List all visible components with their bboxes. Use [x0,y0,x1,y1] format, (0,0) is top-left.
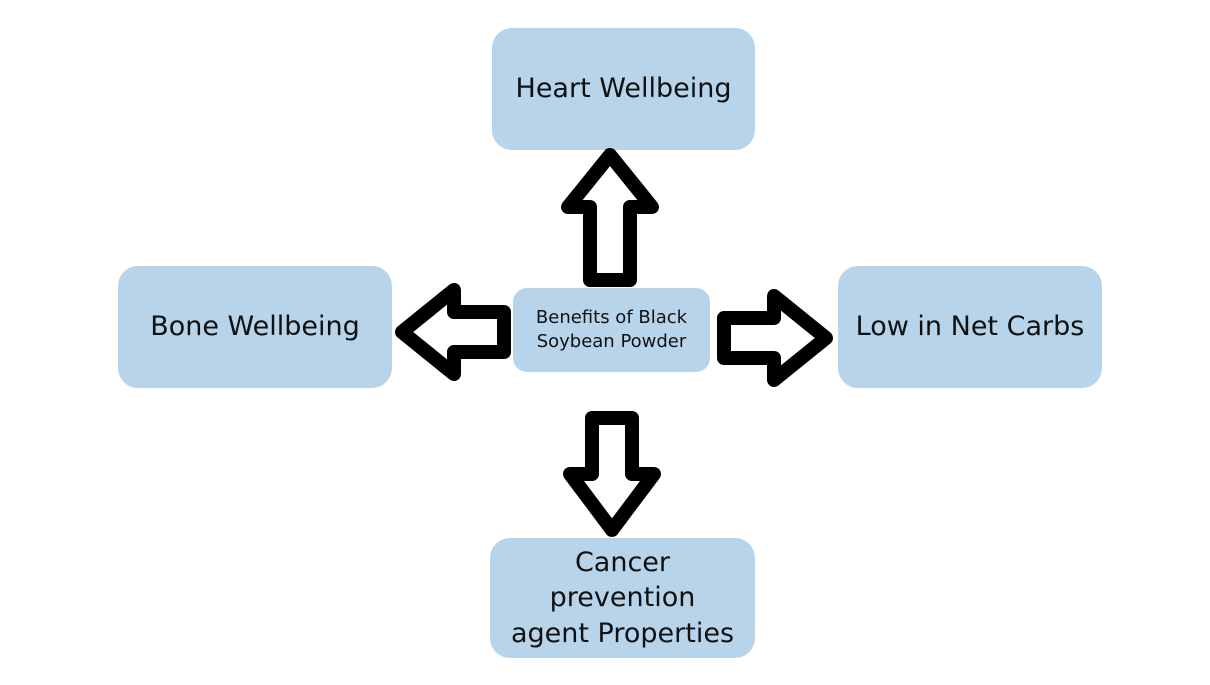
node-bone-wellbeing[interactable]: Bone Wellbeing [118,266,392,388]
node-low-in-net-carbs[interactable]: Low in Net Carbs [838,266,1102,388]
node-heart-wellbeing[interactable]: Heart Wellbeing [492,28,755,150]
arrow-up-icon [561,148,659,287]
arrow-left-icon [395,283,511,381]
arrow-right-icon [717,289,833,387]
arrow-down-icon [563,411,661,537]
node-benefits-of-black-soybean-powder[interactable]: Benefits of Black Soybean Powder [513,288,710,372]
node-cancer-prevention-agent-properties[interactable]: Cancer prevention agent Properties [490,538,755,658]
